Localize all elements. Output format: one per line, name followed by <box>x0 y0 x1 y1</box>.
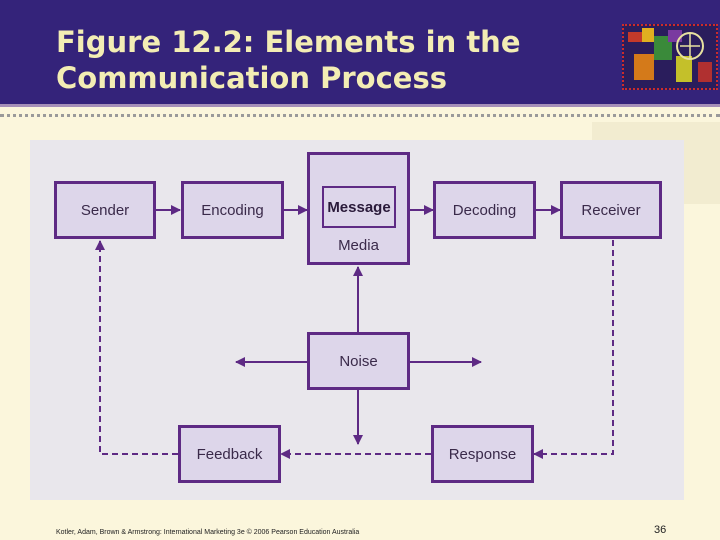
copyright-footer: Kotler, Adam, Brown & Armstrong: Interna… <box>56 529 360 536</box>
receiver-box: Receiver <box>560 181 662 239</box>
decoding-label: Decoding <box>452 202 517 219</box>
slide-title-line-1: Figure 12.2: Elements in the <box>56 25 521 59</box>
dashed-receiver-to-response <box>533 240 614 459</box>
dotted-divider <box>0 114 720 117</box>
sender-box: Sender <box>54 181 156 239</box>
message-label: Message <box>327 199 391 216</box>
message-media-box: Message Media <box>307 152 410 265</box>
communication-process-diagram: Sender Encoding Message Media Decoding R… <box>30 140 684 500</box>
page-number: 36 <box>654 524 667 536</box>
decoding-box: Decoding <box>433 181 536 239</box>
dashed-feedback-to-sender <box>95 240 178 455</box>
header-divider <box>0 104 720 107</box>
response-label: Response <box>448 446 517 463</box>
slide-title: Figure 12.2: Elements in the Communicati… <box>56 24 596 96</box>
publisher-logo-image <box>622 24 718 90</box>
media-label: Media <box>338 237 379 254</box>
noise-label: Noise <box>339 353 378 370</box>
sender-label: Sender <box>80 202 130 219</box>
feedback-label: Feedback <box>196 446 263 463</box>
noise-box: Noise <box>307 332 410 390</box>
encoding-box: Encoding <box>181 181 284 239</box>
response-box: Response <box>431 425 534 483</box>
slide-header: Figure 12.2: Elements in the Communicati… <box>0 0 720 104</box>
message-inner-box: Message <box>322 186 396 228</box>
encoding-label: Encoding <box>201 202 264 219</box>
receiver-label: Receiver <box>581 202 641 219</box>
slide-title-line-2: Communication Process <box>56 61 447 95</box>
feedback-box: Feedback <box>178 425 281 483</box>
